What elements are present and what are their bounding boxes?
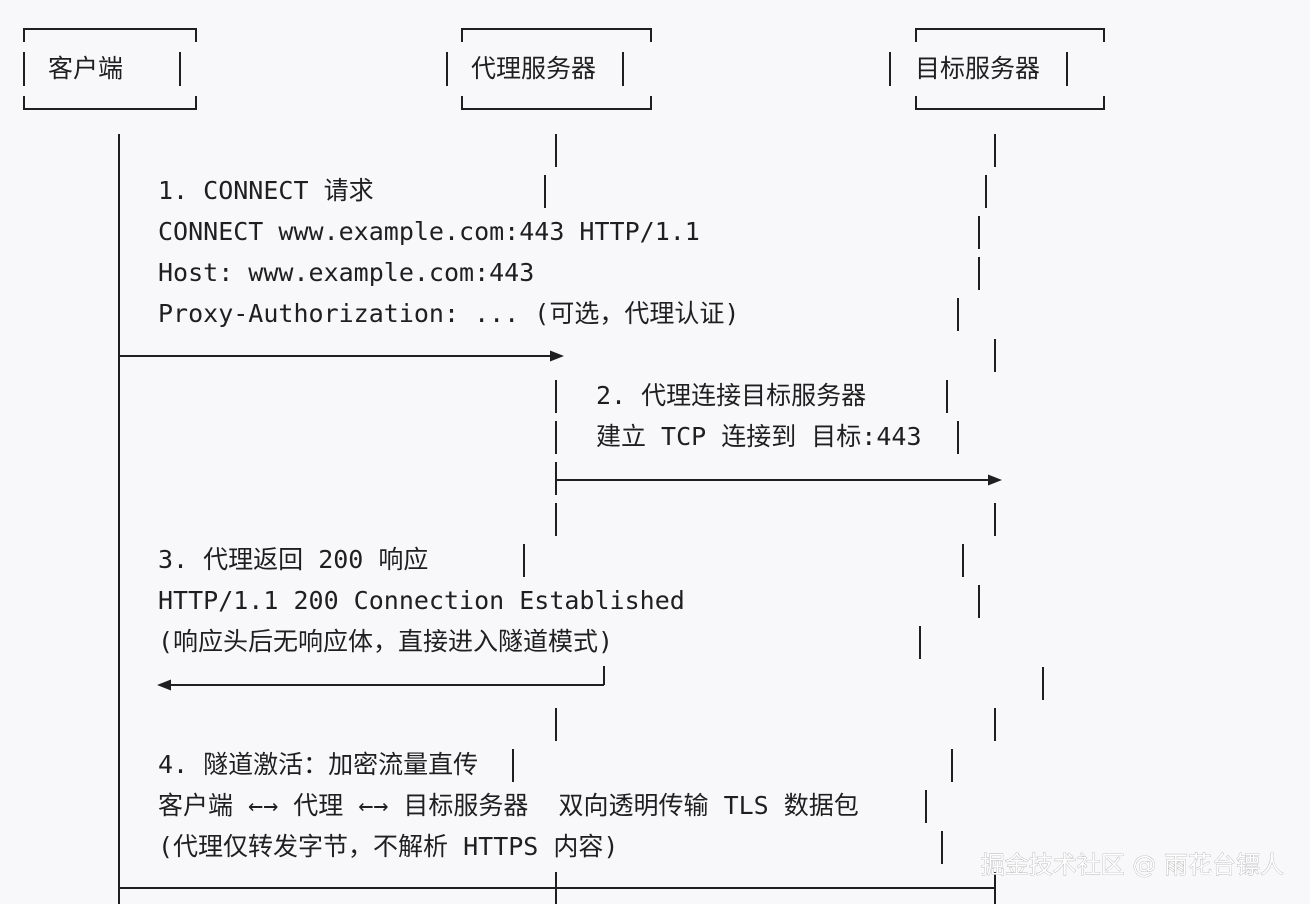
participant-proxy: 代理服务器 bbox=[446, 28, 652, 110]
participant-target: 目标服务器 bbox=[889, 28, 1105, 110]
proxy-label: 代理服务器 bbox=[471, 54, 596, 83]
tunnel-line bbox=[119, 872, 996, 904]
step-3-title: 3. 代理返回 200 响应 bbox=[158, 545, 428, 574]
arrow-proxy-to-client bbox=[157, 666, 605, 691]
step-3-line-2: (响应头后无响应体，直接进入隧道模式) bbox=[158, 627, 613, 656]
step-1-line-1: CONNECT www.example.com:443 HTTP/1.1 bbox=[158, 217, 700, 246]
lifeline-fragments bbox=[512, 134, 1044, 864]
step-2: 2. 代理连接目标服务器 建立 TCP 连接到 目标:443 bbox=[596, 381, 922, 451]
step-2-line-1: 建立 TCP 连接到 目标:443 bbox=[596, 422, 922, 451]
step-4-title: 4. 隧道激活：加密流量直传 bbox=[158, 750, 478, 779]
step-1: 1. CONNECT 请求 CONNECT www.example.com:44… bbox=[158, 176, 739, 328]
step-4-line-2: (代理仅转发字节，不解析 HTTPS 内容) bbox=[158, 832, 618, 861]
step-4: 4. 隧道激活：加密流量直传 客户端 ←→ 代理 ←→ 目标服务器 双向透明传输… bbox=[158, 750, 859, 861]
arrow-proxy-to-target bbox=[556, 474, 1002, 486]
step-3-line-1: HTTP/1.1 200 Connection Established bbox=[158, 586, 685, 615]
participant-client: 客户端 bbox=[23, 28, 197, 110]
client-label: 客户端 bbox=[48, 54, 123, 83]
step-4-line-1: 客户端 ←→ 代理 ←→ 目标服务器 双向透明传输 TLS 数据包 bbox=[158, 791, 859, 820]
target-label: 目标服务器 bbox=[915, 54, 1040, 83]
step-1-line-3: Proxy-Authorization: ... (可选，代理认证) bbox=[158, 299, 739, 328]
arrow-client-to-proxy bbox=[119, 350, 564, 362]
step-2-title: 2. 代理连接目标服务器 bbox=[596, 381, 866, 410]
step-1-title: 1. CONNECT 请求 bbox=[158, 176, 374, 205]
watermark: 掘金技术社区 @ 雨花台镖人 bbox=[981, 851, 1284, 879]
step-3: 3. 代理返回 200 响应 HTTP/1.1 200 Connection E… bbox=[158, 545, 685, 656]
step-1-line-2: Host: www.example.com:443 bbox=[158, 258, 534, 287]
